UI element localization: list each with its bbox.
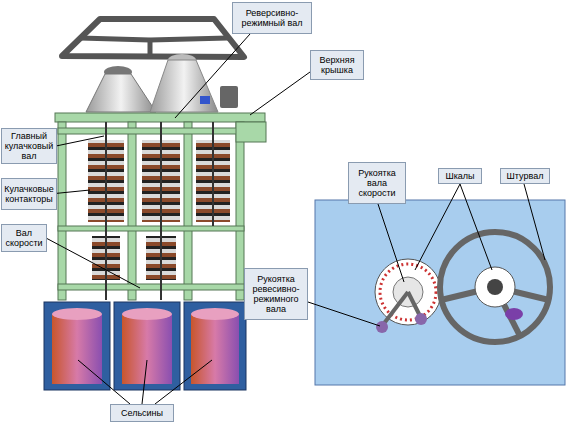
frame-post [58, 122, 66, 300]
top-cover [55, 113, 265, 122]
leader-line [524, 184, 545, 260]
callout-text: Шкалы [445, 171, 474, 181]
callout-box: Вал скорости [1, 224, 47, 252]
callout-box: Реверсивно-режимный вал [232, 2, 312, 34]
leader-line [78, 360, 130, 404]
callout-box: Сельсины [110, 404, 174, 422]
wheel-hub [487, 279, 503, 295]
callout-text: Реверсивно-режимный вал [235, 8, 309, 28]
callout-box: Кулачковые контакторы [1, 178, 57, 210]
small-cylinder [220, 86, 238, 108]
callout-box: Рукоятка ревесивно-режимного вала [244, 268, 308, 320]
leader-line [46, 238, 140, 288]
callout-text: Вал скорости [4, 228, 44, 248]
wheel-scale [475, 267, 515, 307]
frame-bar [58, 284, 244, 290]
cam-shaft [160, 122, 162, 300]
callout-box: Главный кулачковый вал [1, 128, 57, 164]
selsyn-housing [114, 302, 180, 390]
selsyn-top [122, 308, 172, 320]
handle-lever [382, 292, 408, 326]
handle-knob [376, 321, 388, 333]
leader-line [460, 184, 492, 270]
scale-dial [375, 259, 441, 325]
frame-post [128, 122, 136, 300]
wheel-spoke [148, 40, 153, 57]
frame-post [184, 122, 192, 300]
cam-shaft [212, 122, 214, 226]
callout-text: Сельсины [121, 408, 163, 418]
callout-text: Главный кулачковый вал [4, 131, 54, 161]
handwheel-rim [440, 232, 550, 342]
small-part [200, 96, 210, 104]
control-panel [315, 200, 565, 385]
frame-bracket [236, 122, 266, 142]
selsyn-top [52, 308, 102, 320]
selsyn-body [191, 314, 239, 384]
scale-ticks [380, 264, 436, 320]
leader-lines [46, 34, 545, 404]
selsyn-housing [184, 302, 246, 390]
callout-box: Рукоятка вала скорости [348, 162, 406, 204]
callout-text: Кулачковые контакторы [4, 184, 54, 204]
wheel-spoke [150, 38, 228, 40]
cam-contactors [88, 122, 230, 300]
leader-line [175, 34, 250, 118]
controller-frame [55, 113, 266, 300]
frame-post [236, 122, 244, 300]
small-part [505, 308, 523, 320]
callout-text: Рукоятка вала скорости [351, 168, 403, 198]
callout-text: Верхняя крышка [313, 55, 361, 75]
leader-line [308, 302, 380, 326]
leader-line [56, 136, 104, 146]
frame-bar [58, 226, 244, 231]
cam-shaft [105, 122, 107, 300]
selsyn-body [122, 314, 172, 384]
top-handwheel [62, 19, 244, 112]
hub-cone [86, 74, 156, 112]
callout-box: Штурвал [500, 168, 550, 184]
callout-text: Рукоятка ревесивно-режимного вала [247, 274, 305, 314]
callout-box: Шкалы [438, 168, 482, 184]
leader-line [142, 360, 147, 404]
wheel-spoke [80, 38, 150, 40]
handle-knob [415, 313, 427, 325]
leader-line [250, 72, 310, 115]
leader-line [378, 204, 404, 282]
leader-line [155, 360, 212, 404]
panel-plate [315, 200, 565, 385]
wheel-rim [62, 19, 244, 57]
hub-cone [150, 60, 218, 112]
callout-box: Верхняя крышка [310, 50, 364, 80]
callout-text: Штурвал [507, 171, 544, 181]
selsyn-top [191, 308, 239, 320]
frame-bar [58, 128, 244, 134]
selsyn-housing [44, 302, 110, 390]
leader-line [415, 184, 460, 270]
